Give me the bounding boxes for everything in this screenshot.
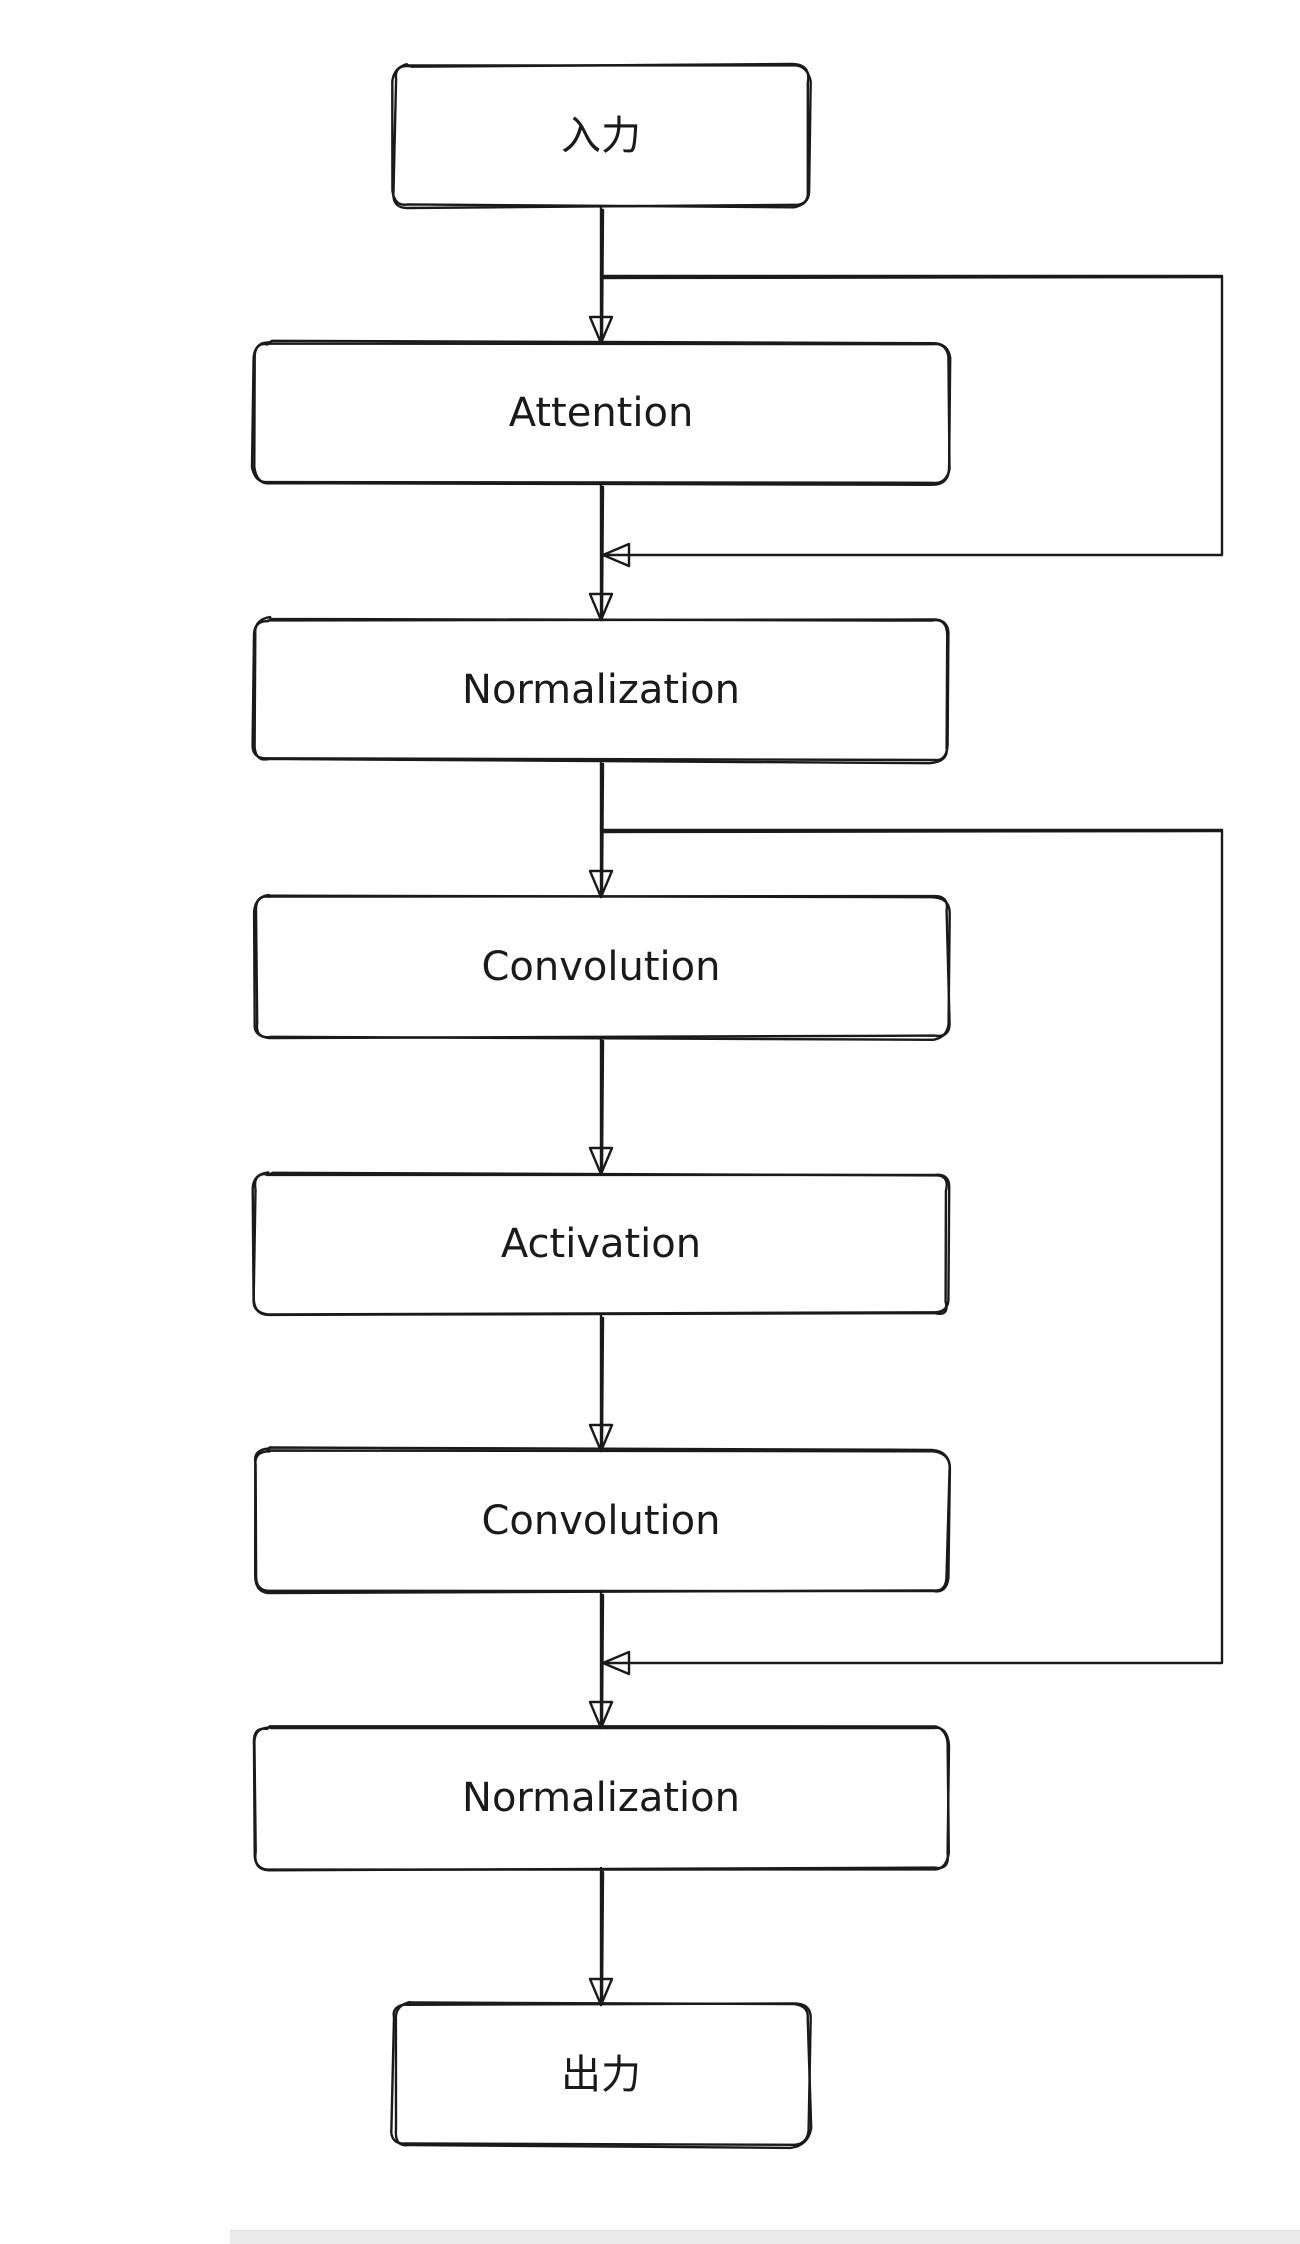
- arrow-conv1-to-activation: [590, 1037, 612, 1174]
- node-label: Activation: [501, 1221, 701, 1267]
- node-conv2: Convolution: [255, 1448, 950, 1594]
- arrow-norm1-to-conv1: [590, 760, 612, 897]
- node-label: 入力: [561, 113, 641, 159]
- node-label: Convolution: [482, 1498, 721, 1544]
- node-label: 出力: [561, 2052, 641, 2098]
- node-attention: Attention: [252, 341, 950, 485]
- skip-connection-input-to-norm1: [601, 276, 1222, 566]
- node-activation: Activation: [253, 1172, 950, 1315]
- arrow-norm2-to-output: [590, 1868, 612, 2005]
- node-label: Convolution: [482, 944, 721, 990]
- node-label: Normalization: [462, 667, 740, 713]
- node-norm1: Normalization: [253, 617, 949, 763]
- horizontal-scrollbar[interactable]: [230, 2230, 1300, 2244]
- node-label: Attention: [509, 390, 694, 436]
- node-input: 入力: [392, 64, 810, 208]
- arrow-activation-to-conv2: [590, 1314, 612, 1451]
- arrow-input-to-attention: [590, 206, 612, 343]
- node-conv1: Convolution: [254, 895, 950, 1040]
- node-label: Normalization: [462, 1775, 740, 1821]
- node-norm2: Normalization: [254, 1726, 949, 1870]
- node-output: 出力: [391, 2002, 811, 2148]
